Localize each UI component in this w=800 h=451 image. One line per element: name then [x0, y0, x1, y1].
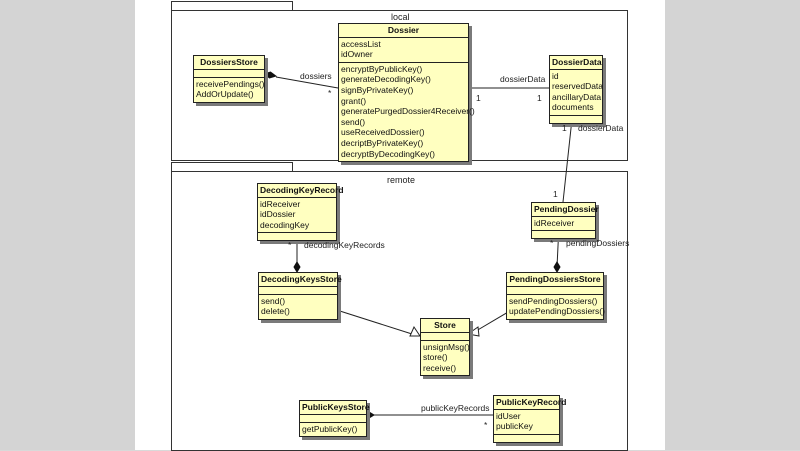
- generalization-arrowhead: [466, 326, 480, 337]
- attribute: id: [552, 70, 559, 81]
- attribute: idUser: [496, 410, 521, 421]
- store-class: Store unsignMsg() store() receive(): [420, 318, 470, 377]
- operation: signByPrivateKey(): [341, 84, 414, 95]
- decoding-key-records-role-label: decodingKeyRecords: [304, 240, 385, 250]
- composition-diamond: [553, 261, 561, 273]
- public-key-record-class-name: PublicKeyRecord: [494, 396, 566, 410]
- dossiers-association-line: [275, 76, 339, 89]
- public-keys-store-operations: getPublicKey(): [300, 423, 366, 437]
- operation: send(): [341, 116, 366, 127]
- operation: updatePendingDossiers(): [509, 306, 605, 317]
- public-key-record-operations: [494, 435, 559, 442]
- decoding-key-record-class-name: DecodingKeyRecord: [258, 184, 344, 198]
- dossier-data-operations: [550, 116, 602, 123]
- store-attributes: [421, 333, 469, 341]
- pending-dossiers-role-label: pendingDossiers: [566, 238, 630, 248]
- operation: unsignMsg(): [423, 341, 470, 352]
- operation: receive(): [423, 362, 457, 373]
- dossiers-store-operations: receivePendings() AddOrUpdate(): [194, 78, 265, 102]
- dossier-data-class: DossierData id reservedData ancillaryDat…: [549, 55, 603, 124]
- pending-dossier-class: PendingDossier idReceiver: [531, 202, 599, 240]
- operation: store(): [423, 352, 448, 363]
- operation: delete(): [261, 306, 290, 317]
- operation: decryptByDecodingKey(): [341, 148, 436, 159]
- local-package-tab: [171, 1, 293, 11]
- pending-dossiers-store-operations: sendPendingDossiers() updatePendingDossi…: [507, 295, 605, 319]
- pending-dossiers-multiplicity: *: [550, 238, 554, 248]
- operation: useReceivedDossier(): [341, 127, 425, 138]
- operation: send(): [261, 295, 286, 306]
- public-keys-store-class-name: PublicKeysStore: [300, 401, 370, 415]
- store-class-name: Store: [421, 319, 469, 333]
- dossier-class-name: Dossier: [339, 24, 468, 38]
- composition-diamond: [293, 261, 301, 273]
- operation: decriptByPrivateKey(): [341, 137, 424, 148]
- operation: grant(): [341, 95, 367, 106]
- public-key-record-class: PublicKeyRecord idUser publicKey: [493, 395, 566, 443]
- attribute: decodingKey: [260, 219, 310, 230]
- pending-dossiers-store-attributes: [507, 287, 603, 295]
- generalization-arrowhead: [409, 325, 421, 337]
- public-keys-store-class: PublicKeysStore getPublicKey(): [299, 400, 370, 438]
- pending-dossier-data-multiplicity-top: 1: [562, 123, 567, 133]
- dossier-data-class-name: DossierData: [550, 56, 602, 70]
- pending-dossier-data-role-label: dossierData: [578, 123, 624, 133]
- decoding-key-record-class: DecodingKeyRecord idReceiver idDossier d…: [257, 183, 344, 242]
- dossier-operations: encryptByPublicKey() generateDecodingKey…: [339, 63, 475, 161]
- dossiers-role-label: dossiers: [300, 71, 332, 81]
- attribute: idDossier: [260, 209, 296, 220]
- composition-diamond: [262, 71, 278, 79]
- operation: sendPendingDossiers(): [509, 295, 598, 306]
- attribute: reservedData: [552, 81, 604, 92]
- local-package-label: local: [391, 12, 410, 22]
- decoding-key-record-attributes: idReceiver idDossier decodingKey: [258, 198, 336, 234]
- dossiers-store-class: DossiersStore receivePendings() AddOrUpd…: [193, 55, 265, 103]
- dossier-attributes: accessList idOwner: [339, 38, 468, 63]
- pending-dossier-data-multiplicity-bottom: 1: [553, 189, 558, 199]
- decoding-keys-store-class-name: DecodingKeysStore: [259, 273, 342, 287]
- public-keys-store-attributes: [300, 415, 366, 423]
- attribute: documents: [552, 102, 594, 113]
- dossier-data-multiplicity-source: 1: [476, 93, 481, 103]
- operation: generatePurgedDossier4Receiver(): [341, 106, 475, 117]
- pending-dossiers-store-class-name: PendingDossiersStore: [507, 273, 603, 287]
- attribute: idOwner: [341, 49, 373, 60]
- decoding-keys-store-attributes: [259, 287, 337, 295]
- decoding-keys-store-operations: send() delete(): [259, 295, 337, 319]
- remote-package-label: remote: [387, 175, 416, 185]
- operation: getPublicKey(): [302, 423, 358, 434]
- dossier-data-role-label: dossierData: [500, 74, 546, 84]
- remote-package-tab: [171, 162, 293, 172]
- attribute: idReceiver: [534, 217, 575, 228]
- pending-dossier-data-association-line: [562, 118, 573, 203]
- operation: AddOrUpdate(): [196, 89, 254, 100]
- dossier-class: Dossier accessList idOwner encryptByPubl…: [338, 23, 475, 163]
- operation: generateDecodingKey(): [341, 74, 431, 85]
- dossier-data-attributes: id reservedData ancillaryData documents: [550, 70, 604, 116]
- public-key-records-role-label: publicKeyRecords: [421, 403, 490, 413]
- dossier-data-multiplicity-target: 1: [537, 93, 542, 103]
- pending-dossiers-store-class: PendingDossiersStore sendPendingDossiers…: [506, 272, 605, 320]
- operation: receivePendings(): [196, 78, 265, 89]
- operation: encryptByPublicKey(): [341, 63, 423, 74]
- decoding-keys-store-class: DecodingKeysStore send() delete(): [258, 272, 342, 320]
- store-operations: unsignMsg() store() receive(): [421, 341, 470, 376]
- attribute: idReceiver: [260, 198, 301, 209]
- pending-dossier-class-name: PendingDossier: [532, 203, 599, 217]
- attribute: ancillaryData: [552, 91, 602, 102]
- public-key-record-attributes: idUser publicKey: [494, 410, 559, 435]
- attribute: publicKey: [496, 421, 533, 432]
- dossiers-multiplicity: *: [328, 88, 332, 98]
- pending-dossier-attributes: idReceiver: [532, 217, 595, 232]
- decoding-key-records-multiplicity: *: [288, 240, 292, 250]
- public-key-records-multiplicity: *: [484, 420, 488, 430]
- attribute: accessList: [341, 38, 381, 49]
- dossiers-store-attributes: [194, 70, 264, 78]
- dossiers-store-class-name: DossiersStore: [194, 56, 264, 70]
